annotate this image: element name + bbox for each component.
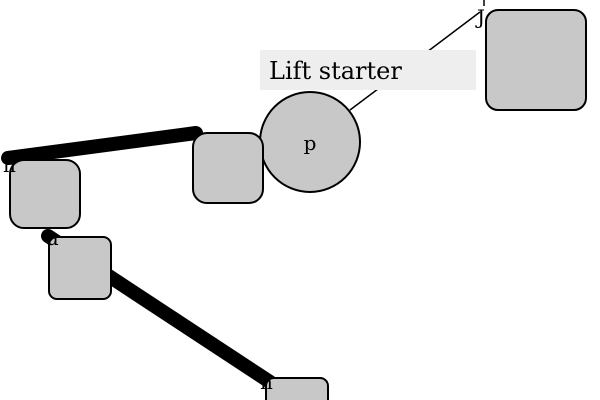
label-upper-left: n bbox=[3, 153, 16, 177]
thick-edge-upper bbox=[1, 126, 203, 165]
node-top-right[interactable] bbox=[485, 9, 587, 111]
node-mid-left[interactable] bbox=[48, 236, 112, 300]
label-center-left: v bbox=[185, 121, 198, 145]
annotation-text: Lift starter bbox=[269, 57, 402, 85]
circle-label: p bbox=[304, 131, 317, 155]
label-top-right: J bbox=[475, 5, 485, 29]
label-bottom: n bbox=[260, 370, 273, 394]
annotation-box bbox=[260, 50, 476, 90]
node-bottom[interactable] bbox=[265, 377, 329, 400]
label-mid-left: u bbox=[46, 226, 59, 250]
node-upper-left[interactable] bbox=[9, 159, 81, 229]
node-center-left[interactable] bbox=[192, 132, 264, 204]
